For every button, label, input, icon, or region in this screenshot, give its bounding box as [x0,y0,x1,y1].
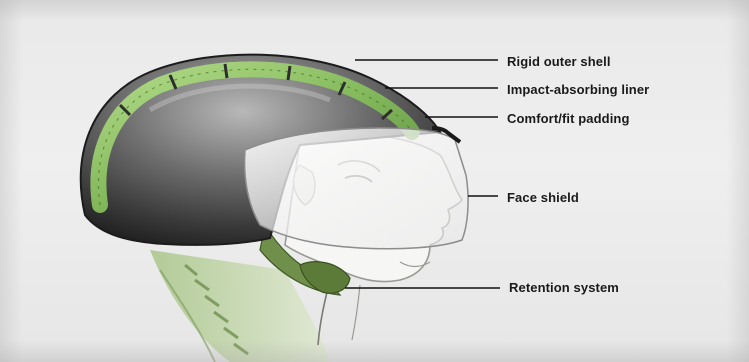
face-shield-visor [245,128,469,249]
label-rigid-outer-shell: Rigid outer shell [507,54,611,69]
label-retention-system: Retention system [509,280,619,295]
label-face-shield: Face shield [507,190,579,205]
label-impact-absorbing-liner: Impact-absorbing liner [507,82,649,97]
label-comfort-fit-padding: Comfort/fit padding [507,111,630,126]
